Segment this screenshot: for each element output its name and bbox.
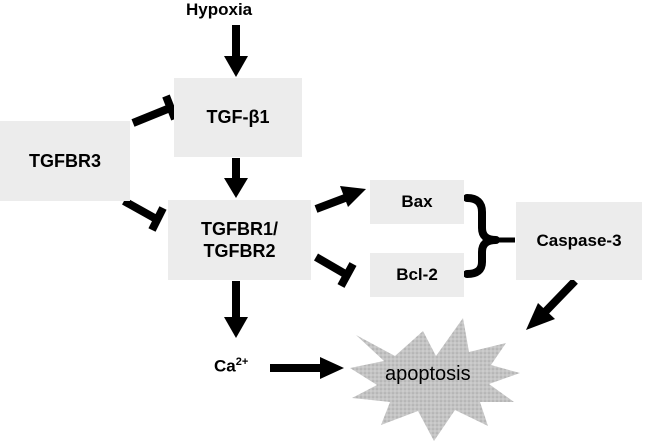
node-tgfbr3-label: TGFBR3 <box>29 150 101 171</box>
arrow-ca-to-apoptosis <box>270 357 344 379</box>
node-caspase3: Caspase-3 <box>516 202 642 280</box>
arrow-tgfb1-to-tgfbr <box>224 158 248 198</box>
inhibit-tgfbr3-to-tgfbr <box>122 197 167 232</box>
inhibit-tgfbr3-to-tgfb1 <box>131 94 179 127</box>
node-tgfbr3: TGFBR3 <box>0 121 130 201</box>
node-bax: Bax <box>370 180 464 224</box>
apoptosis-starburst <box>350 318 520 441</box>
node-tgfbr1-tgfbr2: TGFBR1/ TGFBR2 <box>168 200 311 280</box>
node-caspase3-label: Caspase-3 <box>536 231 622 251</box>
node-tgfb1-label: TGF-β1 <box>206 107 270 128</box>
node-hypoxia: Hypoxia <box>186 0 253 19</box>
node-tgfbr2-label: TGFBR2 <box>203 241 276 261</box>
node-bcl2-label: Bcl-2 <box>396 265 438 285</box>
node-ca: Ca2+ <box>214 356 248 377</box>
node-tgfb1: TGF-β1 <box>174 78 302 157</box>
inhibit-tgfbr-to-bcl2 <box>313 253 357 288</box>
arrow-tgfbr-to-bax <box>314 186 366 213</box>
node-bax-label: Bax <box>401 192 433 212</box>
arrow-hypoxia-to-tgfb1 <box>224 25 248 77</box>
node-ca-superscript: 2+ <box>235 356 249 368</box>
node-bcl2: Bcl-2 <box>370 253 464 297</box>
node-apoptosis: apoptosis <box>385 363 471 385</box>
bracket-bax-bcl2 <box>463 194 500 278</box>
node-ca-base: Ca <box>214 356 236 376</box>
arrow-caspase3-to-apoptosis <box>526 278 578 330</box>
node-tgfbr1-label: TGFBR1/ <box>200 218 278 239</box>
arrow-tgfbr-to-ca <box>224 281 248 338</box>
